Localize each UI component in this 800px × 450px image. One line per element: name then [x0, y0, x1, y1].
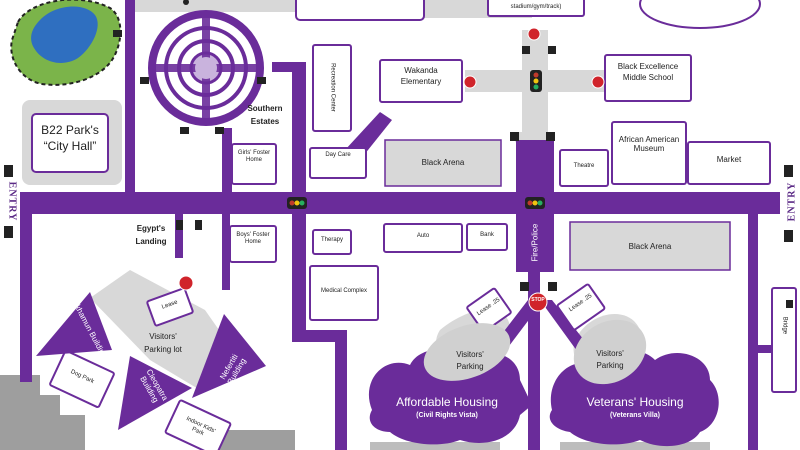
- label-wakanda-line1: Wakanda: [404, 66, 438, 75]
- label-entry-right: ENTRY: [786, 181, 798, 222]
- label-entry-left: ENTRY: [6, 181, 18, 222]
- camera-markers: [4, 30, 793, 308]
- label-theatre: Theatre: [573, 163, 595, 169]
- label-egypts-landing-line2: Landing: [135, 237, 167, 246]
- label-visitors-lot-line1: Visitors': [149, 332, 177, 341]
- stop-signs: [178, 27, 605, 312]
- label-day-care: Day Care: [325, 152, 351, 158]
- arenas: [384, 139, 731, 271]
- label-visitors-parking-1-line1: Visitors': [456, 350, 484, 359]
- label-auto: Auto: [416, 233, 430, 239]
- triangle-buildings: [36, 292, 266, 430]
- label-southern-estates-line2: Estates: [250, 117, 280, 126]
- label-visitors-lot-line2: Parking lot: [144, 345, 182, 354]
- label-black-arena-bottom: Black Arena: [628, 242, 672, 251]
- label-bank: Bank: [480, 232, 494, 238]
- label-egypts-landing-line1: Egypt's: [136, 224, 166, 233]
- label-wakanda-line2: Elementary: [400, 77, 442, 86]
- label-stadium: stadium/gym/track): [510, 4, 562, 10]
- label-boys-foster-home: Boys' Foster Home: [236, 232, 270, 245]
- label-visitors-parking-2-line1: Visitors': [596, 349, 624, 358]
- label-african-museum: African American Museum: [618, 135, 680, 154]
- roundabout: [148, 10, 264, 126]
- label-city-hall-line1: B22 Park's: [41, 123, 99, 137]
- label-black-excellence-line2: Middle School: [622, 73, 674, 82]
- label-fire-police: Fire/Police: [530, 223, 540, 262]
- park-lake: [10, 0, 122, 86]
- label-visitors-parking-1-line2: Parking: [456, 362, 484, 371]
- label-recreation-center: Recreation Center: [329, 63, 336, 112]
- buildings: [31, 0, 797, 450]
- label-black-excellence-line1: Black Excellence: [617, 62, 679, 71]
- label-affordable-sub: (Civil Rights Vista): [416, 412, 478, 419]
- label-market: Market: [716, 155, 742, 164]
- label-visitors-parking-2-line2: Parking: [596, 361, 624, 370]
- label-affordable-housing: Affordable Housing: [396, 395, 498, 409]
- label-right-building: Bridge: [781, 316, 788, 335]
- housing-parking: [423, 319, 647, 385]
- label-girls-foster-home: Girls' Foster Home: [237, 150, 271, 163]
- label-black-arena-top: Black Arena: [421, 158, 465, 167]
- label-southern-estates-line1: Southern: [247, 104, 283, 113]
- label-veterans-housing: Veterans' Housing: [586, 395, 684, 409]
- label-medical-complex: Medical Complex: [320, 288, 368, 294]
- label-city-hall-line2: “City Hall”: [43, 139, 97, 153]
- stop-sign-text: STOP: [531, 297, 545, 303]
- traffic-lights: [287, 70, 545, 209]
- label-veterans-sub: (Veterans Villa): [609, 412, 661, 419]
- label-therapy: Therapy: [320, 237, 343, 243]
